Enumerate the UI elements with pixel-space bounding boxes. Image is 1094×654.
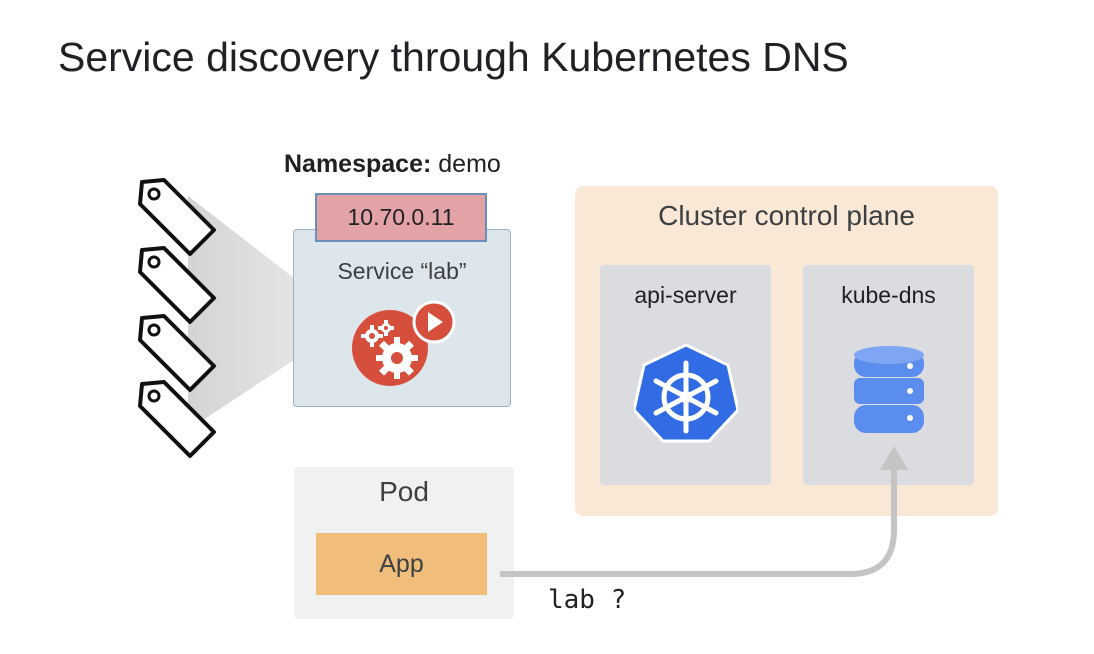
tag-icon — [138, 380, 216, 458]
service-ip: 10.70.0.11 — [315, 193, 487, 242]
pod-label: Pod — [379, 476, 429, 507]
app-box: App — [316, 533, 487, 595]
kube-dns-label: kube-dns — [841, 282, 936, 308]
api-server-label: api-server — [634, 282, 737, 308]
control-plane-label: Cluster control plane — [658, 200, 915, 231]
selector-cone — [188, 196, 294, 430]
dns-query-label: lab ? — [548, 585, 627, 615]
label-tags-group — [138, 178, 294, 458]
namespace-key: Namespace: — [284, 150, 432, 178]
namespace-label: Namespace: demo — [284, 150, 501, 179]
service-label: Service “lab” — [337, 258, 467, 284]
kubernetes-helm-icon — [634, 343, 738, 443]
tag-icon — [138, 246, 216, 324]
tag-icon — [138, 314, 216, 392]
tag-icon — [138, 178, 216, 256]
namespace-value: demo — [438, 150, 501, 178]
database-icon — [854, 346, 924, 433]
page-title: Service discovery through Kubernetes DNS — [58, 34, 849, 80]
gears-play-icon — [352, 300, 456, 386]
